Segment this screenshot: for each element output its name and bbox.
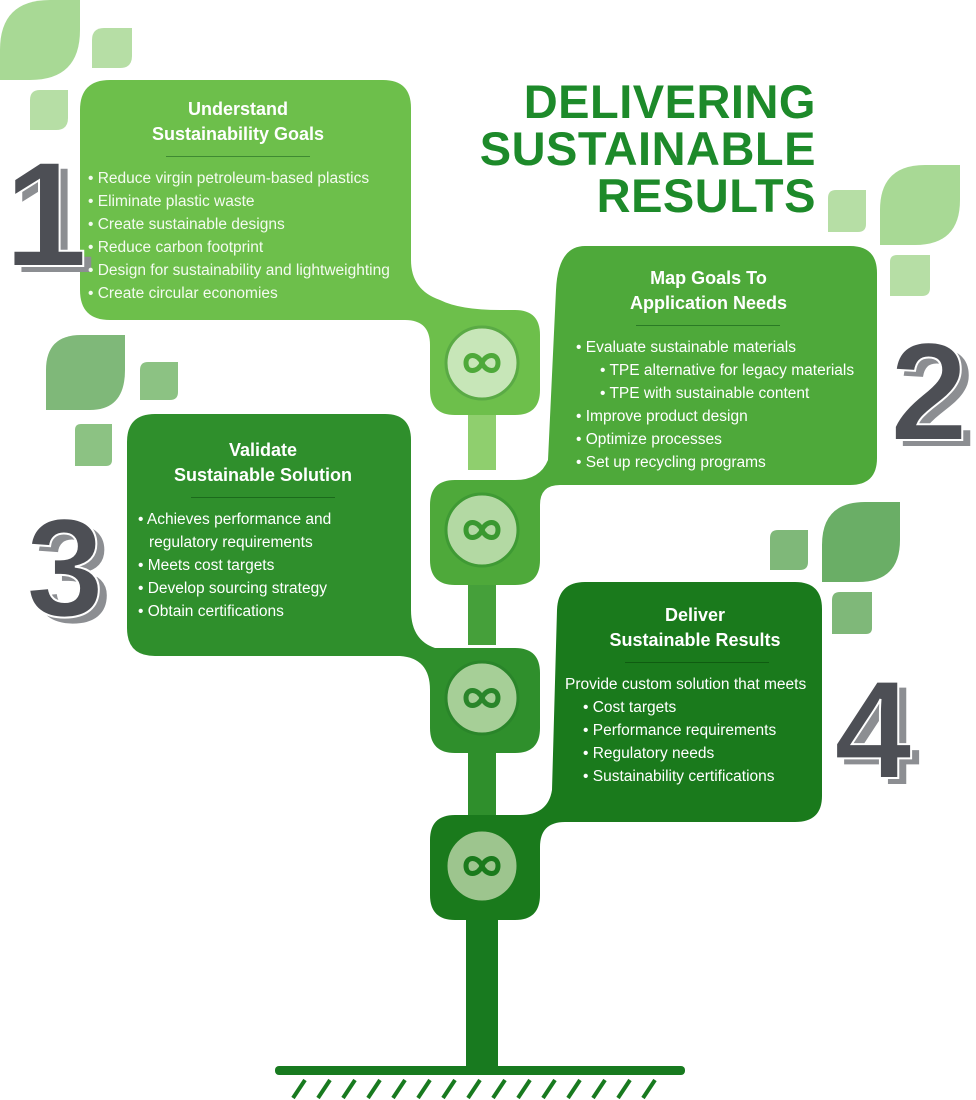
title-line: RESULTS (596, 169, 816, 222)
heading-line: Validate (228, 440, 298, 460)
step-number-1: 1 1 (3, 129, 95, 304)
leaf (140, 362, 178, 400)
title-line: DELIVERING (523, 75, 816, 128)
list-item: Meets cost targets (138, 554, 398, 577)
step-number-3: 3 3 (25, 488, 112, 652)
list-item-continuation: regulatory requirements (149, 534, 313, 551)
trunk-segment (468, 575, 496, 645)
leaf (828, 190, 866, 232)
list-item: Create sustainable designs (88, 213, 388, 236)
step-number-2: 2 2 (889, 312, 976, 476)
list-item: Regulatory needs (565, 742, 825, 765)
step-1-card: Understand Sustainability Goals Reduce v… (88, 97, 390, 305)
infinity-recycle-icon (444, 828, 520, 904)
leaf-cluster-left-3 (46, 335, 178, 466)
list-item: Sustainability certifications (565, 765, 825, 788)
divider (166, 156, 310, 157)
heading-line: Sustainability Goals (151, 124, 325, 144)
step-3-card: Validate Sustainable Solution Achieves p… (138, 438, 398, 623)
step-4-heading: Deliver Sustainable Results (565, 603, 825, 653)
svg-text:2: 2 (890, 313, 968, 470)
heading-line: Map Goals To (650, 268, 767, 288)
leaf-cluster-top-left (0, 0, 132, 130)
heading-line: Sustainable Results (609, 630, 781, 650)
title-line: SUSTAINABLE (479, 122, 816, 175)
infinity-recycle-icon (444, 325, 520, 401)
infinity-recycle-icon (444, 492, 520, 568)
list-item: Develop sourcing strategy (138, 577, 398, 600)
leaf (30, 90, 68, 130)
leaf (770, 530, 808, 570)
svg-text:2: 2 (898, 319, 976, 476)
leaf (822, 502, 900, 582)
leaf (46, 335, 125, 410)
list-item: Design for sustainability and lightweigh… (88, 259, 390, 282)
step-4-card: Deliver Sustainable Results Provide cust… (565, 603, 825, 788)
step-4-list: Cost targets Performance requirements Re… (565, 696, 825, 788)
list-item: Cost targets (565, 696, 825, 719)
step-2-list: Evaluate sustainable materials TPE alter… (576, 336, 876, 474)
list-item: Set up recycling programs (576, 451, 876, 474)
list-item: Achieves performance and (138, 508, 398, 531)
divider (625, 662, 769, 663)
list-item: Evaluate sustainable materials (576, 336, 876, 359)
leaf (880, 165, 960, 245)
trunk-segment (468, 745, 496, 815)
svg-text:4: 4 (842, 657, 920, 814)
step-3-list: Achieves performance and regulatory requ… (138, 508, 398, 623)
step-2-card: Map Goals To Application Needs Evaluate … (576, 266, 876, 474)
trunk-main (466, 915, 498, 1070)
heading-line: Deliver (664, 605, 726, 625)
svg-text:4: 4 (834, 651, 912, 808)
trunk-segment (468, 410, 496, 470)
main-title: DELIVERING SUSTAINABLE RESULTS (480, 78, 816, 219)
list-item: Obtain certifications (138, 600, 398, 623)
leaf-cluster-right-2 (828, 165, 960, 296)
list-item: Reduce virgin petroleum-based plastics (88, 167, 388, 190)
svg-text:3: 3 (34, 495, 112, 652)
list-subitem: TPE with sustainable content (576, 382, 876, 405)
svg-text:3: 3 (26, 489, 104, 646)
step-4-intro: Provide custom solution that meets (565, 676, 807, 693)
list-item: Reduce carbon footprint (88, 236, 388, 259)
list-item: Performance requirements (565, 719, 825, 742)
divider (191, 497, 335, 498)
step-3-heading: Validate Sustainable Solution (138, 438, 388, 488)
leaf (890, 255, 930, 296)
list-item: Optimize processes (576, 428, 876, 451)
list-item: Create circular economies (88, 282, 388, 305)
infinity-recycle-icon (444, 660, 520, 736)
leaf-cluster-right-4 (770, 502, 900, 634)
svg-text:1: 1 (12, 136, 95, 304)
list-subitem: TPE alternative for legacy materials (576, 359, 876, 382)
leaf (832, 592, 872, 634)
ground-hatch (291, 1078, 657, 1100)
leaf (75, 424, 112, 466)
ground-line (275, 1066, 685, 1075)
heading-line: Application Needs (629, 293, 788, 313)
heading-line: Understand (187, 99, 288, 119)
leaf (0, 0, 80, 80)
list-item: Improve product design (576, 405, 876, 428)
heading-line: Sustainable Solution (173, 465, 352, 485)
list-item: Eliminate plastic waste (88, 190, 388, 213)
step-1-heading: Understand Sustainability Goals (88, 97, 388, 147)
step-number-4: 4 4 (833, 650, 920, 814)
svg-text:1: 1 (4, 130, 87, 298)
step-1-list: Reduce virgin petroleum-based plastics E… (88, 167, 390, 305)
step-2-heading: Map Goals To Application Needs (576, 266, 841, 316)
leaf (92, 28, 132, 68)
divider (636, 325, 780, 326)
